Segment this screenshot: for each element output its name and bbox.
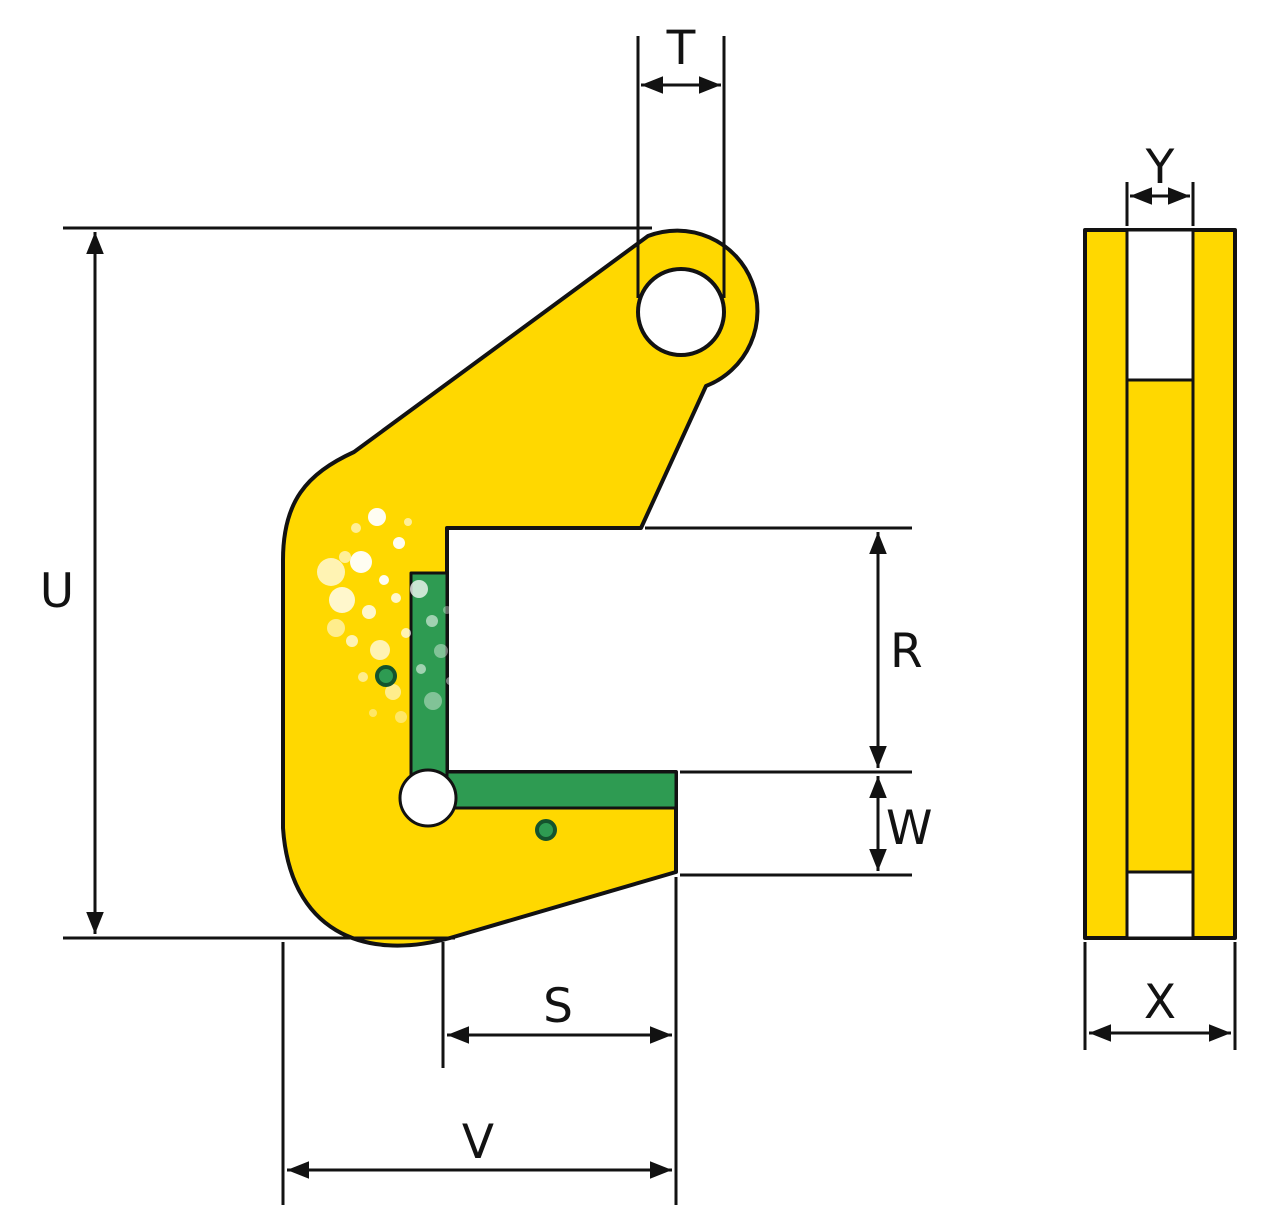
side-groove-bottom — [1125, 870, 1195, 940]
sparkle — [346, 635, 358, 647]
sparkle — [424, 692, 442, 710]
sparkle — [391, 593, 401, 603]
dim-label-r: R — [890, 624, 923, 679]
dim-label-v: V — [462, 1115, 494, 1170]
sparkle — [350, 551, 372, 573]
sparkle — [401, 628, 411, 638]
sparkle — [385, 684, 401, 700]
sparkle-decoration — [317, 508, 461, 723]
pad-rivet-lower — [535, 819, 557, 841]
dimensions: U T R W S — [40, 21, 1237, 1205]
sparkle — [426, 615, 438, 627]
sparkle — [416, 664, 426, 674]
sparkle — [410, 580, 428, 598]
dim-t: T — [636, 21, 726, 298]
dim-x: X — [1083, 942, 1237, 1050]
dim-label-y: Y — [1145, 140, 1175, 195]
jaw-pad-vertical — [409, 571, 449, 791]
sparkle — [370, 640, 390, 660]
sparkle — [446, 677, 454, 685]
sparkle — [317, 558, 345, 586]
sparkle — [362, 605, 376, 619]
dim-w: W — [680, 776, 932, 877]
lifting-eye-hole — [636, 267, 726, 357]
front-view — [281, 228, 760, 948]
sparkle — [358, 672, 368, 682]
side-groove-top — [1125, 228, 1195, 382]
dim-label-t: T — [666, 21, 696, 76]
sparkle — [351, 523, 361, 533]
side-view — [1083, 228, 1237, 940]
dim-v: V — [281, 942, 672, 1205]
sparkle — [451, 631, 461, 641]
dim-label-s: S — [543, 979, 573, 1034]
sparkle — [379, 575, 389, 585]
dim-s: S — [441, 877, 678, 1205]
sparkle — [393, 537, 405, 549]
dim-label-w: W — [886, 801, 932, 856]
sparkle — [404, 518, 412, 526]
sparkle — [369, 709, 377, 717]
jaw-pad-horizontal — [445, 770, 678, 810]
dim-r: R — [645, 526, 923, 774]
sparkle — [329, 587, 355, 613]
sparkle — [339, 551, 351, 563]
sparkle — [443, 606, 451, 614]
dim-label-x: X — [1144, 975, 1176, 1030]
sparkle — [368, 508, 386, 526]
sparkle — [327, 619, 345, 637]
pad-rivet-upper — [375, 665, 397, 687]
dim-label-u: U — [40, 564, 74, 619]
dim-u: U — [40, 226, 652, 940]
corner-relief-hole — [398, 768, 458, 828]
sparkle — [434, 644, 448, 658]
sparkle — [395, 711, 407, 723]
dim-y: Y — [1125, 140, 1195, 226]
